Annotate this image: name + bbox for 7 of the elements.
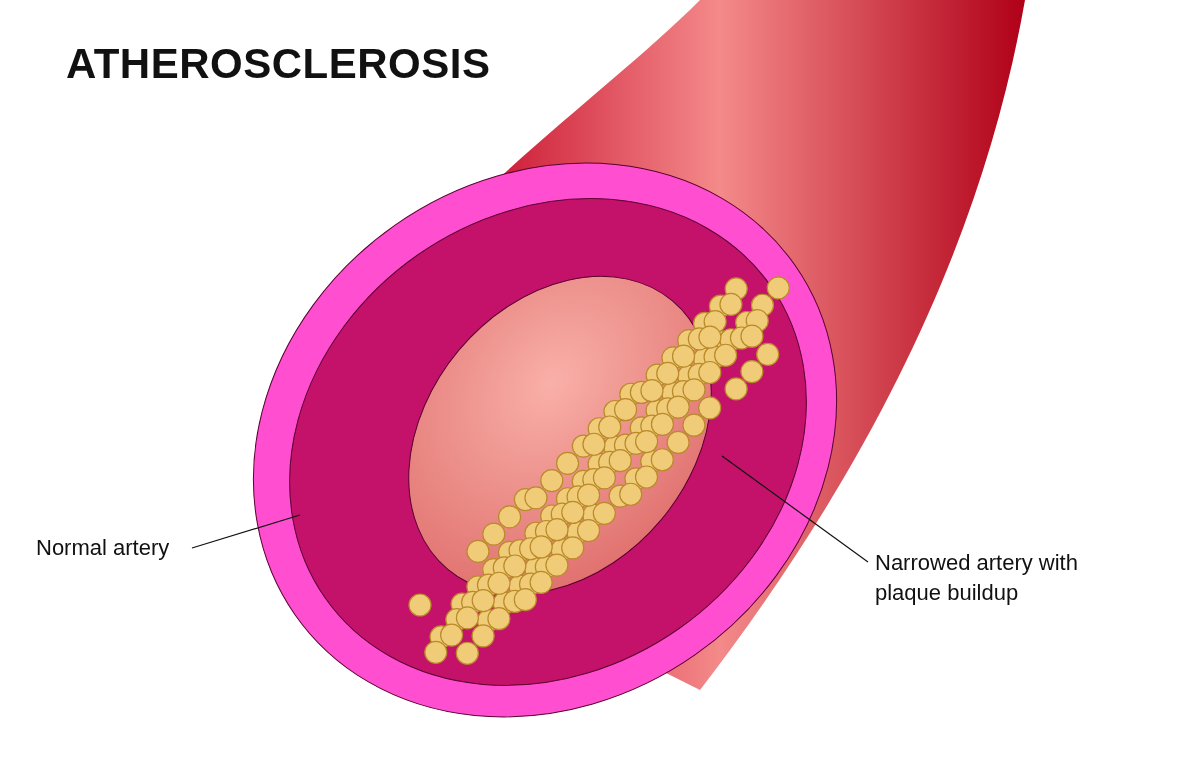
leader-line <box>721 455 869 563</box>
callout-label: Normal artery <box>36 533 170 563</box>
plaque-drawing <box>408 276 790 665</box>
artery-wall-drawing <box>253 162 837 718</box>
title: ATHEROSCLEROSIS <box>66 40 491 88</box>
callout-label: Narrowed artery with plaque buildup <box>875 548 1105 608</box>
leader-line <box>191 514 301 549</box>
